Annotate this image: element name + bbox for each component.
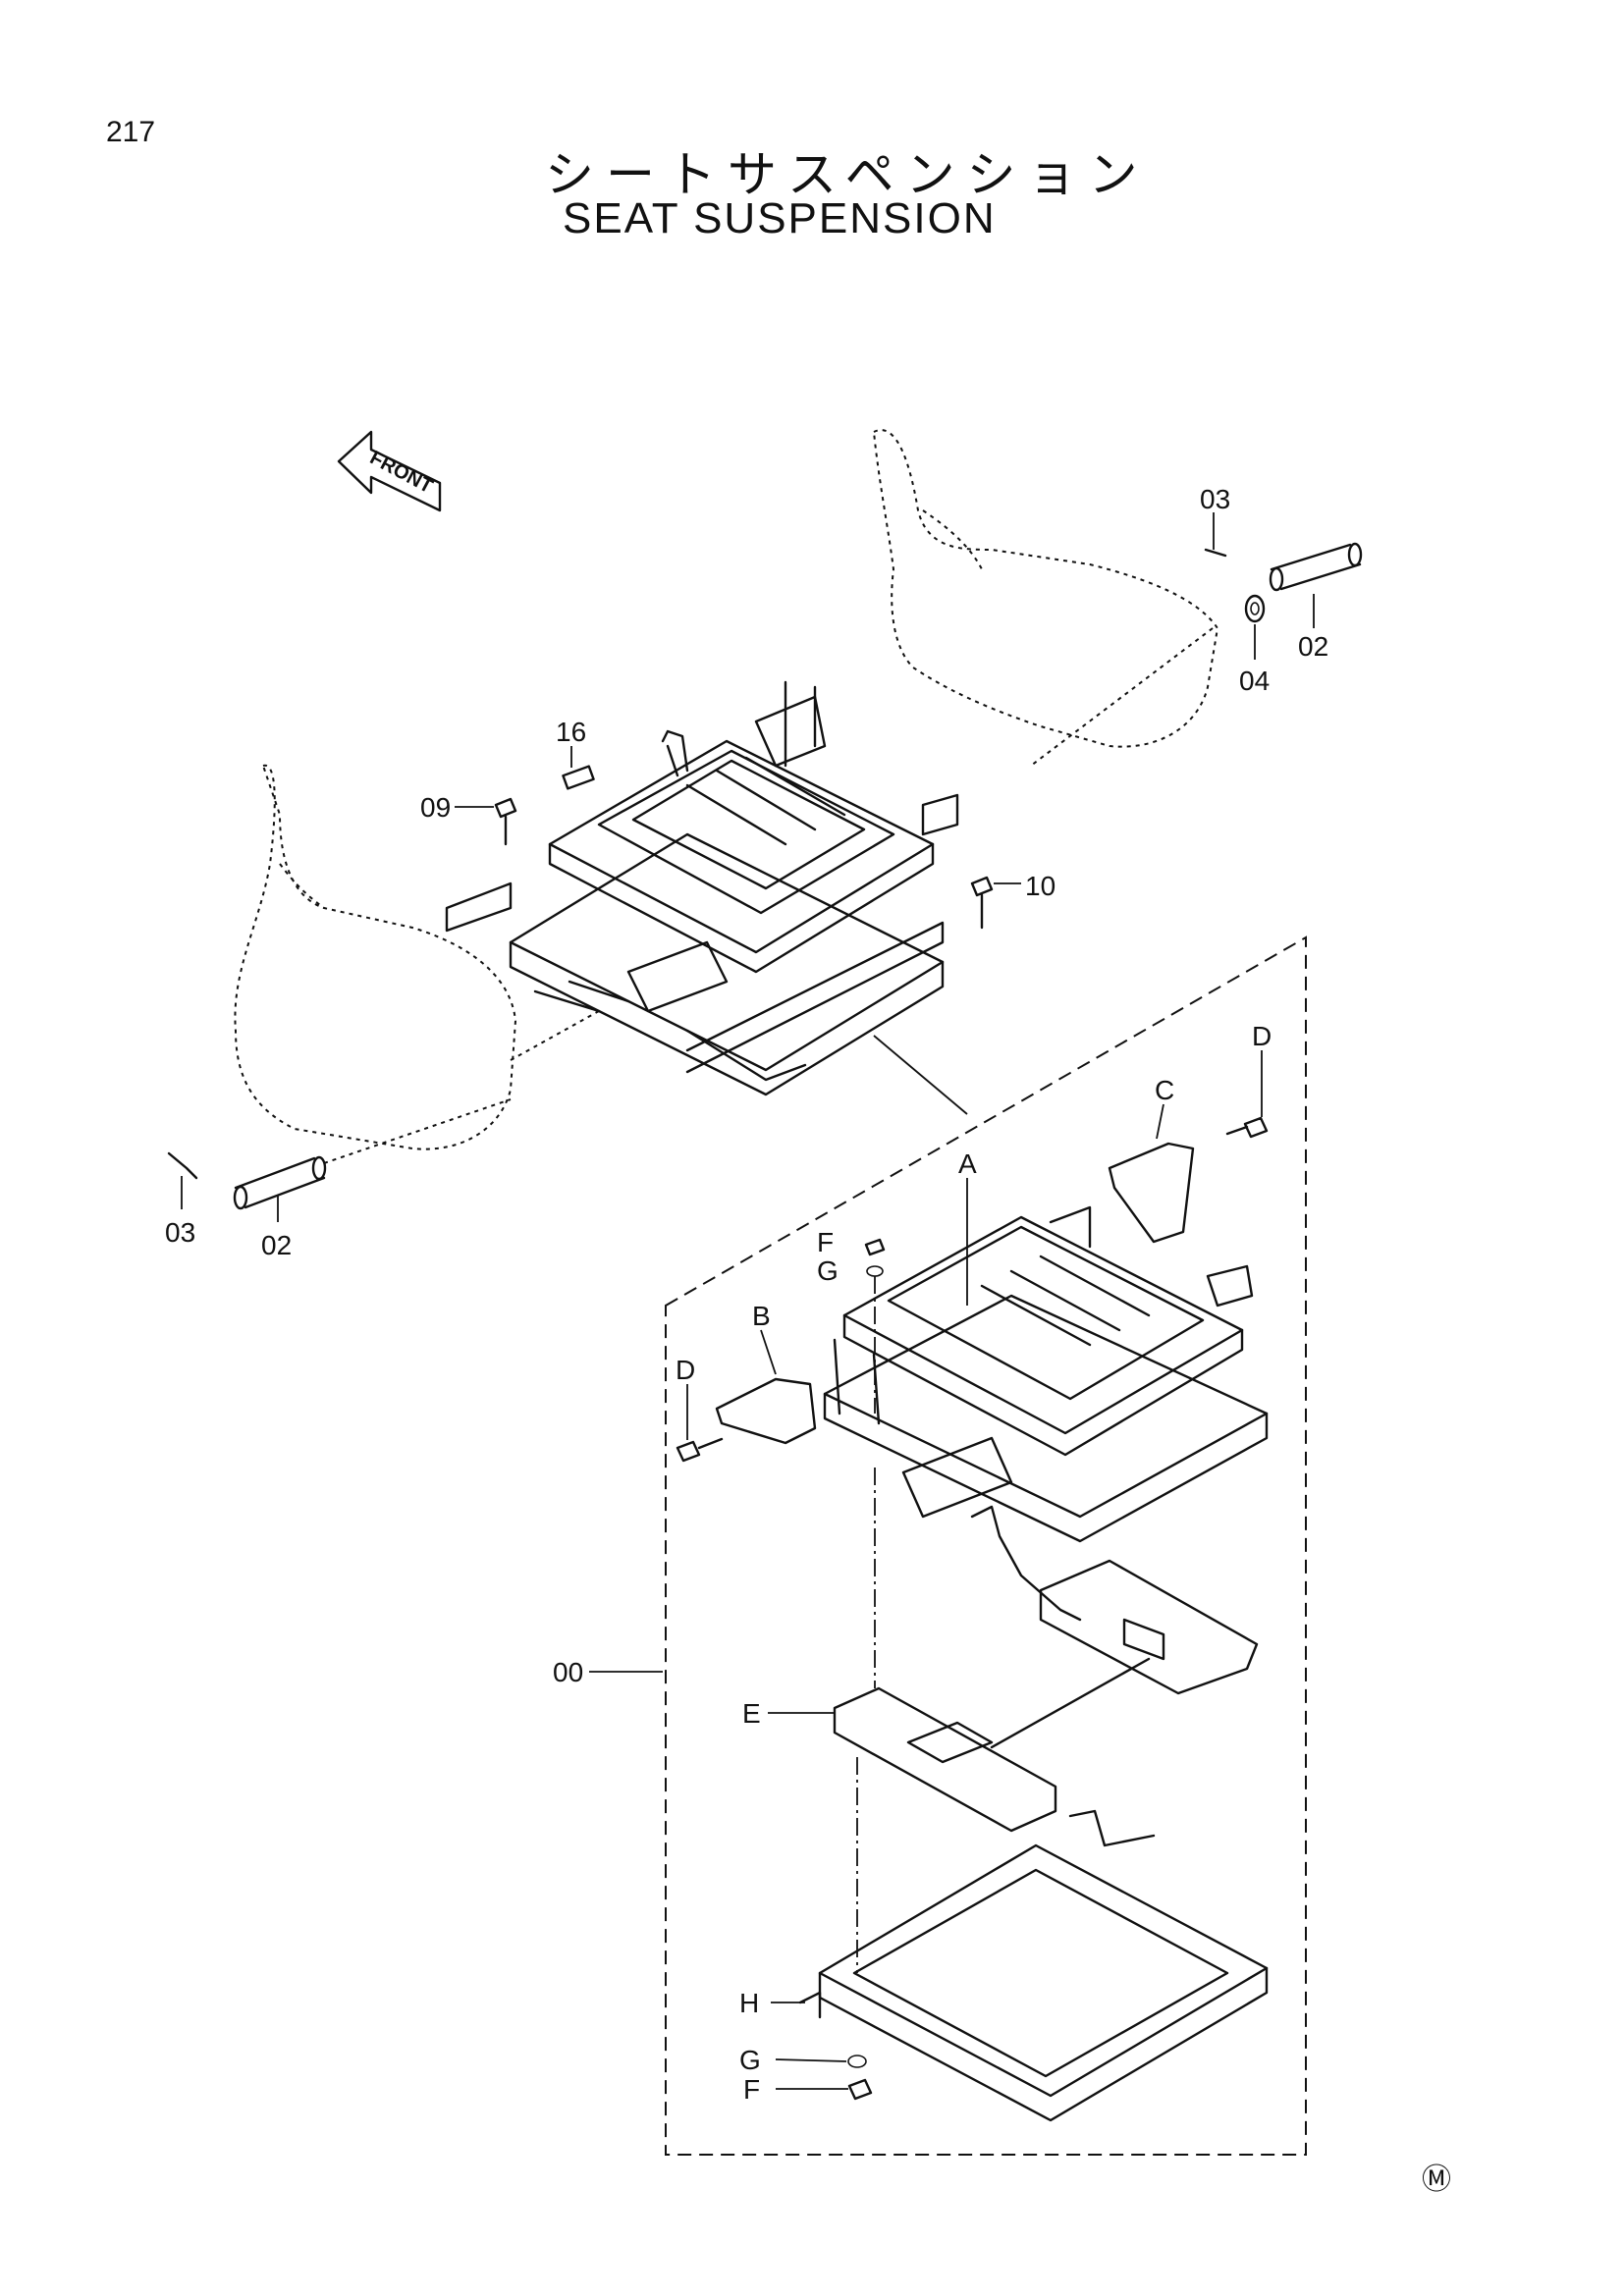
nut-f-bottom	[847, 2078, 873, 2101]
callout-02-left: 02	[261, 1230, 292, 1260]
callout-00: 00	[553, 1657, 583, 1687]
page-title-japanese: シートサスペンション	[545, 146, 1150, 203]
pin-right	[1269, 542, 1363, 592]
manufacturer-mark: Ⓜ	[1422, 2163, 1451, 2196]
callout-c: C	[1155, 1075, 1174, 1105]
callout-a: A	[958, 1148, 977, 1179]
slide-rail-e	[833, 1657, 1151, 1833]
bracket-c	[1108, 1142, 1195, 1244]
cotter-pin-left	[167, 1151, 198, 1180]
callout-d-left: D	[676, 1355, 695, 1385]
bolt-d-left	[676, 1437, 724, 1463]
seat-suspension-upper-assembly	[445, 680, 959, 1096]
suspension-frame-a	[823, 1205, 1269, 1543]
page-title: SEAT SUSPENSION	[563, 194, 997, 242]
callout-d-right: D	[1252, 1021, 1272, 1051]
callout-f-top: F	[817, 1227, 834, 1257]
callout-b: B	[752, 1301, 771, 1331]
washer-04	[1244, 594, 1266, 623]
callout-03-right: 03	[1200, 484, 1230, 514]
callout-09: 09	[420, 792, 451, 823]
front-arrow-icon: FRONT	[337, 430, 442, 512]
callout-g-bottom: G	[739, 2045, 761, 2075]
pin-left	[233, 1155, 327, 1210]
adjust-lever	[970, 1505, 1259, 1695]
page-number: 217	[106, 116, 156, 148]
assembly-00-boundary	[665, 935, 1307, 2156]
washer-g-top	[866, 1265, 884, 1277]
callout-16: 16	[556, 717, 586, 747]
callout-03-left: 03	[165, 1217, 195, 1248]
front-arrow-label: FRONT	[366, 447, 436, 498]
callout-02-right: 02	[1298, 631, 1328, 662]
washer-g-bottom	[847, 2055, 867, 2068]
assembly-link-line	[873, 1035, 968, 1115]
bolt-09	[494, 797, 517, 846]
nut-f-top	[864, 1238, 886, 1256]
callout-04: 04	[1239, 666, 1270, 696]
bolt-d-right	[1225, 1116, 1269, 1139]
callout-h: H	[739, 1988, 759, 2018]
callout-10: 10	[1025, 871, 1056, 901]
bolt-10	[970, 876, 994, 930]
callout-g-top: G	[817, 1255, 839, 1286]
seat-outline-front	[234, 764, 517, 1150]
callout-f-bottom: F	[743, 2074, 760, 2105]
bracket-b	[715, 1377, 817, 1445]
callout-e: E	[742, 1698, 761, 1729]
seat-outline-rear	[872, 429, 1219, 748]
base-plate-h	[798, 1809, 1269, 2122]
cotter-pin-right	[1204, 548, 1227, 558]
label-16	[562, 765, 595, 790]
